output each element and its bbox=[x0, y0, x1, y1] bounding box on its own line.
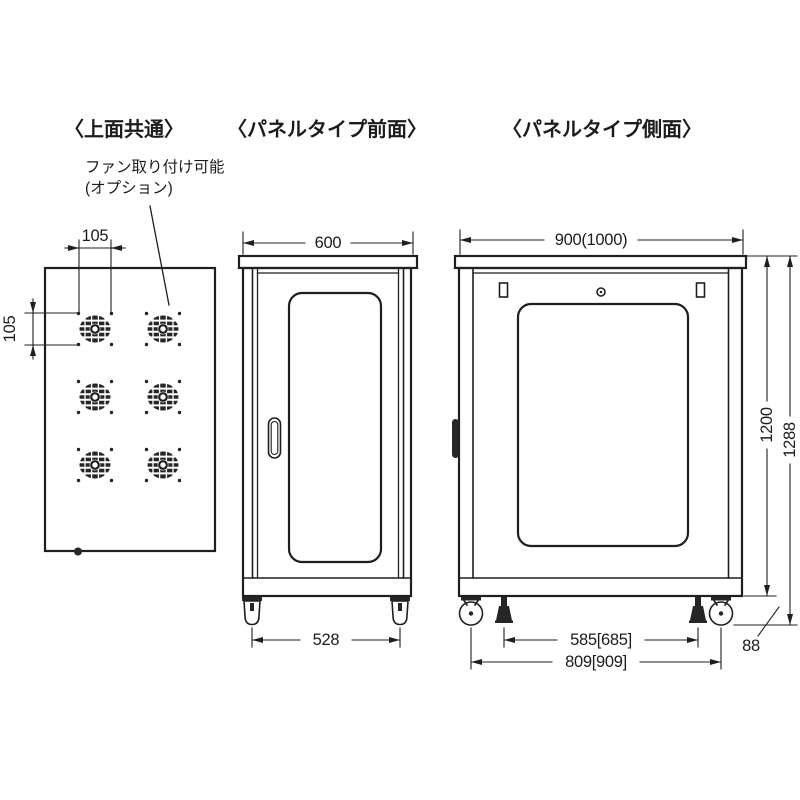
dim-side-body-height-label: 1200 bbox=[758, 407, 776, 443]
side-right-slot bbox=[695, 282, 706, 298]
side-right-caster bbox=[708, 596, 734, 626]
front-cabinet-body bbox=[241, 266, 413, 598]
dim-side-caster-span-label: 809[909] bbox=[565, 653, 627, 671]
front-door-handle bbox=[267, 417, 282, 459]
dim-side-adjuster-span: 585[685] bbox=[503, 627, 699, 649]
dim-fan-height: 105 bbox=[1, 298, 80, 360]
dim-side-depth-label: 900(1000) bbox=[555, 231, 628, 249]
side-view-drawing: 900(1000) 585[685] bbox=[452, 229, 799, 671]
front-left-caster bbox=[241, 596, 263, 626]
dim-front-feet-span: 528 bbox=[251, 627, 401, 649]
fan-grille bbox=[75, 310, 115, 348]
side-left-leveling-foot bbox=[495, 597, 513, 623]
fan-grille bbox=[75, 378, 115, 416]
front-door-window bbox=[287, 291, 383, 564]
cable-hole bbox=[74, 547, 82, 556]
dim-front-feet-span-label: 528 bbox=[313, 631, 340, 649]
side-lock-hole bbox=[596, 287, 606, 297]
fan-note-line2: (オプション) bbox=[85, 179, 173, 197]
dim-side-adjuster-span-label: 585[685] bbox=[570, 631, 632, 649]
dim-front-width: 600 bbox=[242, 231, 414, 255]
fan-option-leader-line bbox=[149, 205, 170, 306]
side-left-slot bbox=[498, 282, 509, 298]
side-door-handle-profile bbox=[452, 419, 459, 458]
front-door-frame bbox=[242, 267, 412, 579]
front-view-title: 〈パネルタイプ前面〉 bbox=[227, 117, 427, 141]
dim-side-heights: 1200 1288 bbox=[733, 255, 799, 626]
dim-fan-width-label: 105 bbox=[82, 227, 109, 245]
dim-fan-width: 105 bbox=[64, 227, 126, 314]
front-right-caster bbox=[389, 596, 411, 626]
fan-grille bbox=[143, 446, 183, 484]
dim-side-caster-span: 809[909] bbox=[470, 627, 722, 671]
top-view-drawing: ファン取り付け可能 (オプション) 105 105 bbox=[1, 158, 225, 556]
dim-fan-height-label: 105 bbox=[1, 316, 19, 343]
dim-front-width-label: 600 bbox=[315, 234, 342, 252]
side-panel bbox=[516, 302, 690, 548]
dim-side-total-height-label: 1288 bbox=[781, 422, 799, 458]
side-panel-frame bbox=[458, 267, 743, 579]
fan-grille bbox=[75, 446, 115, 484]
top-view-title: 〈上面共通〉 bbox=[64, 118, 184, 141]
side-top-cap bbox=[453, 254, 748, 270]
fan-grille bbox=[143, 378, 183, 416]
side-left-caster bbox=[458, 596, 484, 626]
top-view-outline bbox=[43, 266, 217, 553]
front-top-cap bbox=[237, 254, 419, 270]
fan-grille bbox=[143, 310, 183, 348]
fan-note-line1: ファン取り付け可能 bbox=[85, 158, 225, 176]
front-view-drawing: 600 528 bbox=[237, 231, 419, 649]
dim-side-caster-height-label: 88 bbox=[742, 637, 760, 655]
side-view-title: 〈パネルタイプ側面〉 bbox=[502, 118, 702, 141]
dim-side-caster-height: 88 bbox=[742, 606, 780, 655]
side-right-leveling-foot bbox=[689, 597, 707, 623]
dim-side-depth: 900(1000) bbox=[459, 229, 744, 255]
